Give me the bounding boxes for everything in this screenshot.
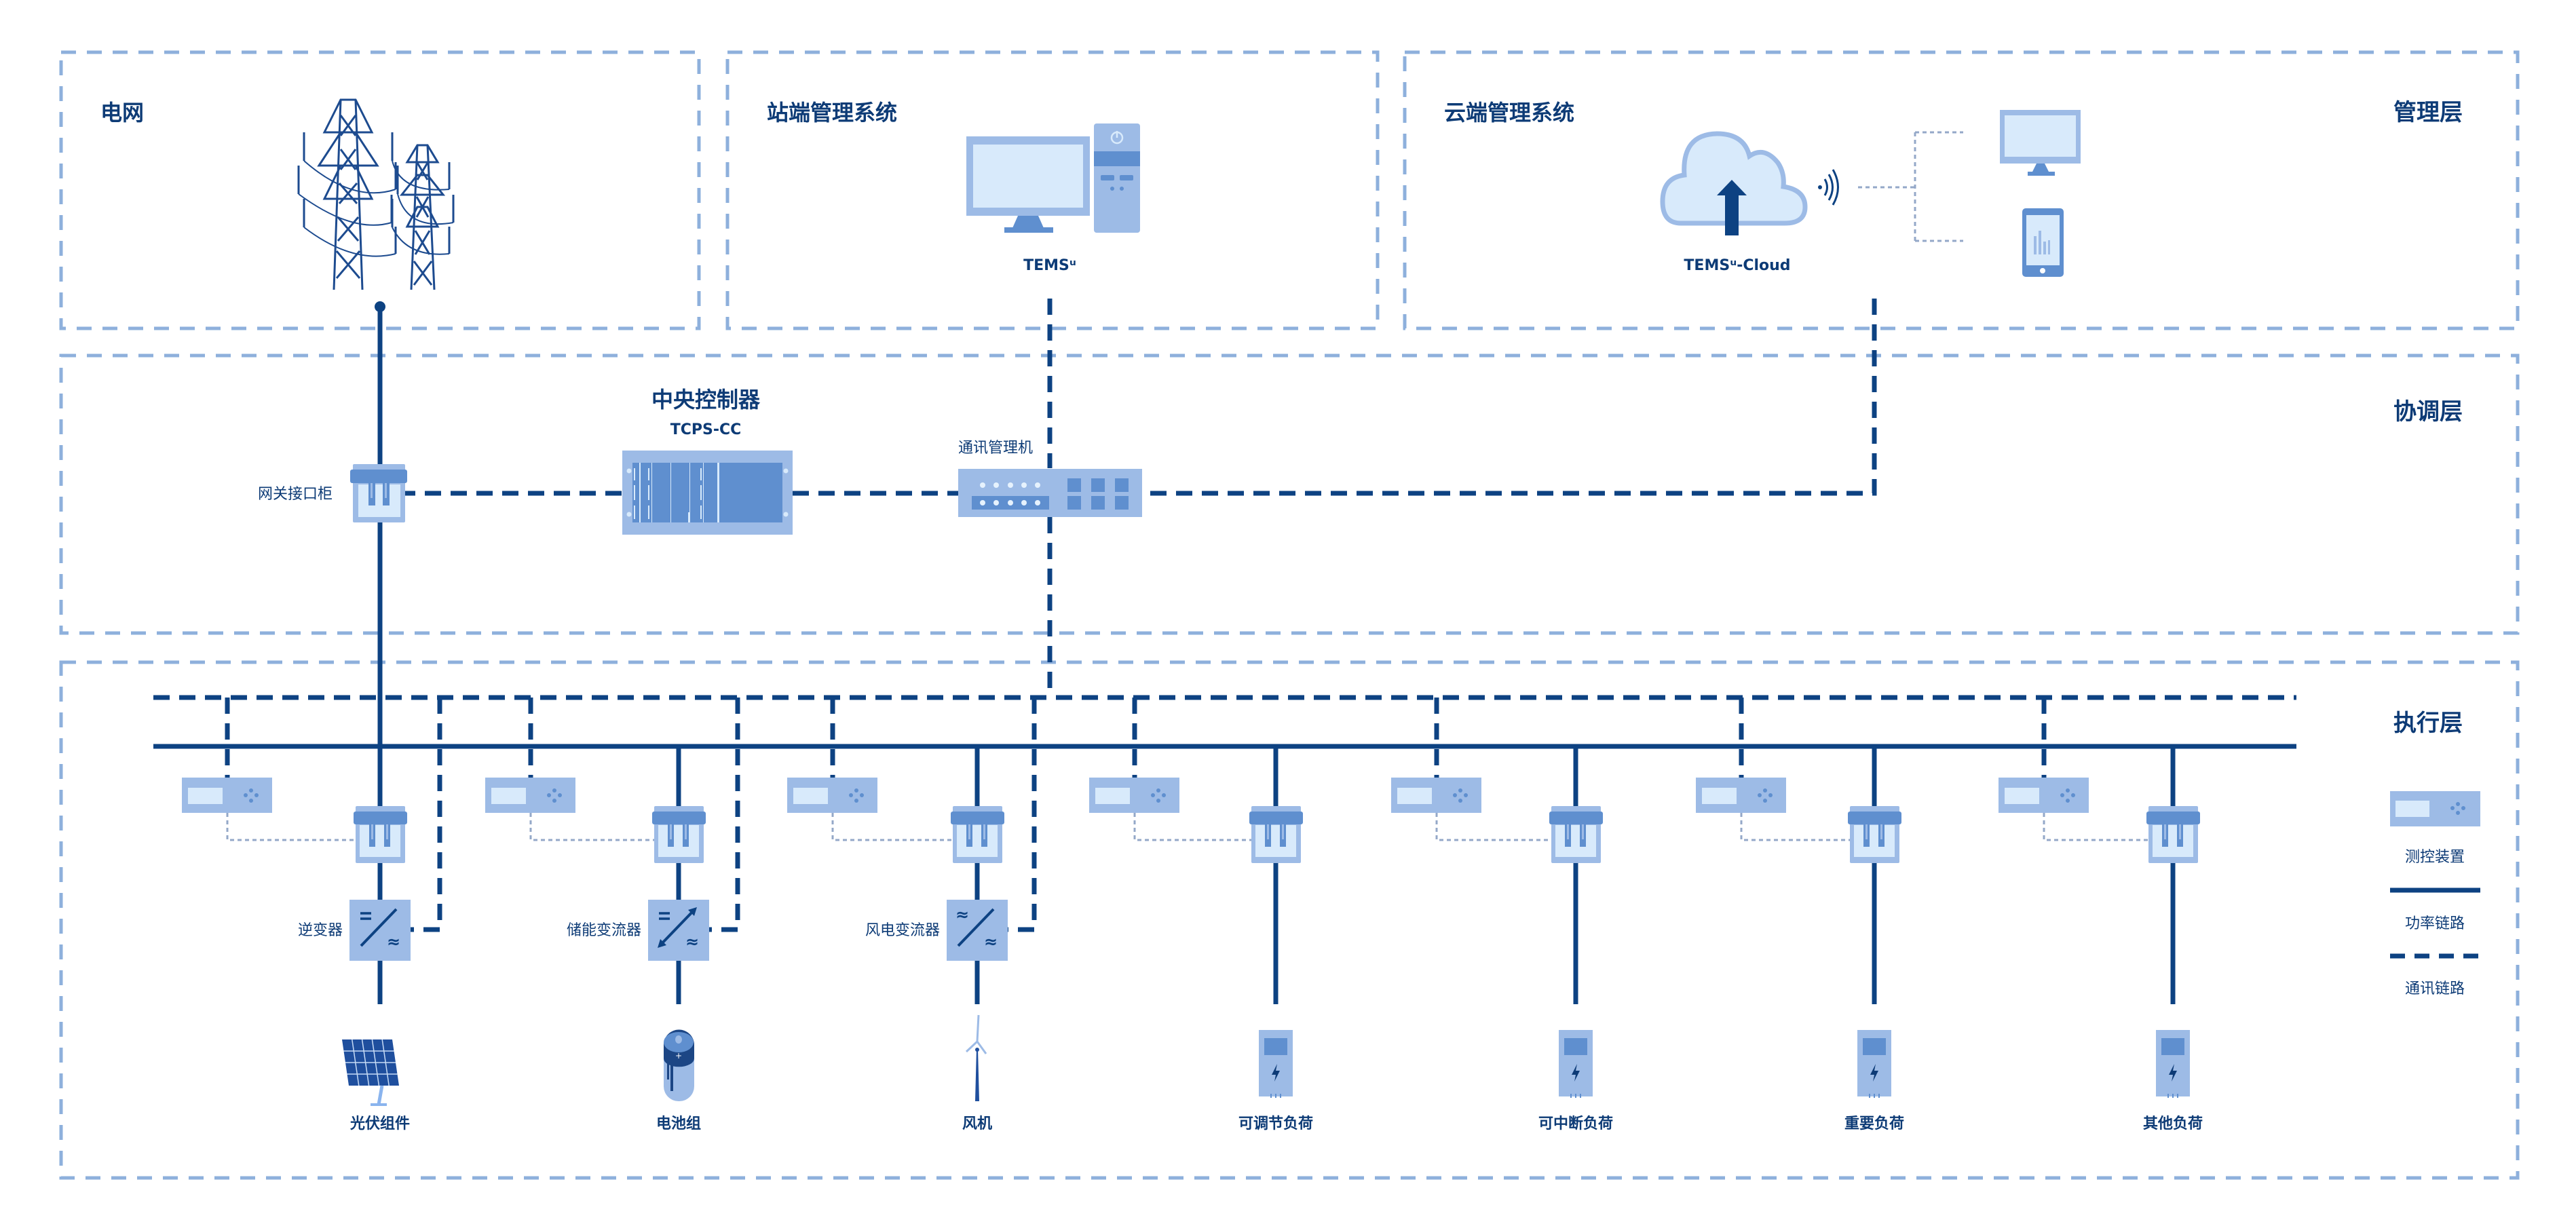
measurement-link	[831, 813, 953, 841]
desktop-computer-icon	[966, 123, 1140, 233]
source-label: 风机	[962, 1115, 992, 1132]
legend-measurement-device-icon	[2390, 791, 2480, 826]
execution-column: 其他负荷	[1999, 698, 2203, 1132]
layer-label-coordination: 协调层	[2393, 398, 2463, 425]
switch-cabinet-icon[interactable]	[2146, 806, 2200, 863]
comm-manager-device[interactable]	[958, 469, 1142, 517]
wireless-signal-icon	[1818, 169, 1839, 206]
source-label: 可中断负荷	[1538, 1115, 1613, 1132]
switch-cabinet-icon[interactable]	[951, 806, 1004, 863]
load-cabinet-icon	[2156, 1030, 2190, 1098]
mobile-phone-icon	[2022, 208, 2064, 277]
source-label: 重要负荷	[1844, 1115, 1904, 1132]
switch-cabinet-icon[interactable]	[1848, 806, 1901, 863]
switch-cabinet-icon[interactable]	[1249, 806, 1303, 863]
execution-column: 可中断负荷	[1391, 698, 1613, 1132]
transmission-tower-icon	[297, 98, 455, 290]
svg-text:≈: ≈	[955, 905, 969, 924]
converter-dc-ac-icon[interactable]: ≈	[349, 900, 411, 961]
measurement-device[interactable]	[1391, 778, 1481, 813]
measurement-device[interactable]	[485, 778, 575, 813]
measurement-device[interactable]	[787, 778, 877, 813]
wind-turbine-icon	[965, 1014, 987, 1101]
measurement-link	[529, 813, 654, 841]
station-frame	[725, 50, 1380, 330]
source-label: 电池组	[656, 1115, 701, 1132]
source-label: 光伏组件	[349, 1115, 410, 1132]
switch-cabinet-icon[interactable]	[1549, 806, 1603, 863]
converter-label: 储能变流器	[567, 922, 641, 939]
measurement-link	[1133, 813, 1251, 841]
svg-text:≈: ≈	[685, 932, 699, 951]
execution-columns: ≈逆变器光伏组件≈储能变流器+电池组≈≈风电变流器风机可调节负荷可中断负荷重要负…	[182, 698, 2203, 1132]
network-switch-icon	[958, 469, 1142, 517]
converter-bidirectional-icon[interactable]: ≈	[648, 900, 709, 961]
measurement-link	[1740, 813, 1850, 841]
execution-column: 可调节负荷	[1089, 698, 1313, 1132]
central-controller-title: 中央控制器	[651, 387, 761, 413]
controller-rack-icon	[622, 451, 793, 535]
monitor-icon	[2000, 110, 2081, 176]
cloud-device-label: TEMSᵘ-Cloud	[1684, 257, 1790, 274]
cloud-upload-icon	[1660, 131, 1808, 235]
comm-link-converter	[704, 698, 740, 932]
comm-link-converter	[1003, 698, 1037, 932]
comm-link-cloud-to-manager	[1142, 299, 1877, 496]
legend-label-measurement: 测控装置	[2405, 849, 2465, 866]
load-cabinet-icon	[1559, 1030, 1593, 1098]
legend: 测控装置 功率链路 通讯链路	[2390, 791, 2480, 997]
switch-cabinet-icon	[350, 464, 407, 522]
gateway-label: 网关接口柜	[258, 486, 333, 503]
layer-label-management: 管理层	[2393, 99, 2463, 126]
measurement-device[interactable]	[182, 778, 272, 813]
grid-title: 电网	[100, 100, 144, 126]
execution-column: 重要负荷	[1696, 698, 1904, 1132]
measurement-device[interactable]	[1696, 778, 1786, 813]
measurement-device[interactable]	[1999, 778, 2089, 813]
central-controller-device[interactable]	[622, 451, 793, 535]
grid-frame	[59, 50, 701, 330]
converter-label: 逆变器	[298, 922, 343, 939]
switch-cabinet-icon[interactable]	[354, 806, 407, 863]
central-controller-model: TCPS-CC	[670, 421, 742, 438]
solar-panel-icon	[342, 1039, 399, 1106]
cloud-client-connector	[1858, 131, 1963, 242]
source-label: 可调节负荷	[1238, 1115, 1313, 1132]
source-label: 其他负荷	[2143, 1115, 2203, 1132]
legend-label-power: 功率链路	[2405, 915, 2465, 932]
measurement-link	[2043, 813, 2148, 841]
legend-label-comm: 通讯链路	[2405, 980, 2465, 997]
gateway-cabinet[interactable]	[350, 464, 407, 522]
comm-link-converter	[406, 698, 442, 932]
converter-label: 风电变流器	[865, 922, 940, 939]
measurement-device[interactable]	[1089, 778, 1179, 813]
comm-manager-label: 通讯管理机	[958, 440, 1033, 457]
measurement-link	[226, 813, 356, 841]
svg-text:≈: ≈	[984, 932, 998, 951]
cloud-frame	[1403, 50, 2520, 330]
station-device-label: TEMSᵘ	[1023, 257, 1076, 274]
svg-text:+: +	[675, 1051, 682, 1061]
execution-column: ≈ 储能变流器 + 电池组	[485, 698, 740, 1132]
load-cabinet-icon	[1857, 1030, 1891, 1098]
execution-frame	[59, 660, 2520, 1180]
load-cabinet-icon	[1259, 1030, 1293, 1098]
svg-text:≈: ≈	[387, 932, 400, 951]
battery-icon: +	[664, 1029, 694, 1101]
station-title: 站端管理系统	[767, 100, 897, 126]
switch-cabinet-icon[interactable]	[652, 806, 706, 863]
layer-label-execution: 执行层	[2393, 710, 2463, 737]
cloud-title: 云端管理系统	[1444, 100, 1574, 126]
converter-ac-ac-icon[interactable]: ≈≈	[947, 900, 1008, 961]
measurement-link	[1435, 813, 1551, 841]
